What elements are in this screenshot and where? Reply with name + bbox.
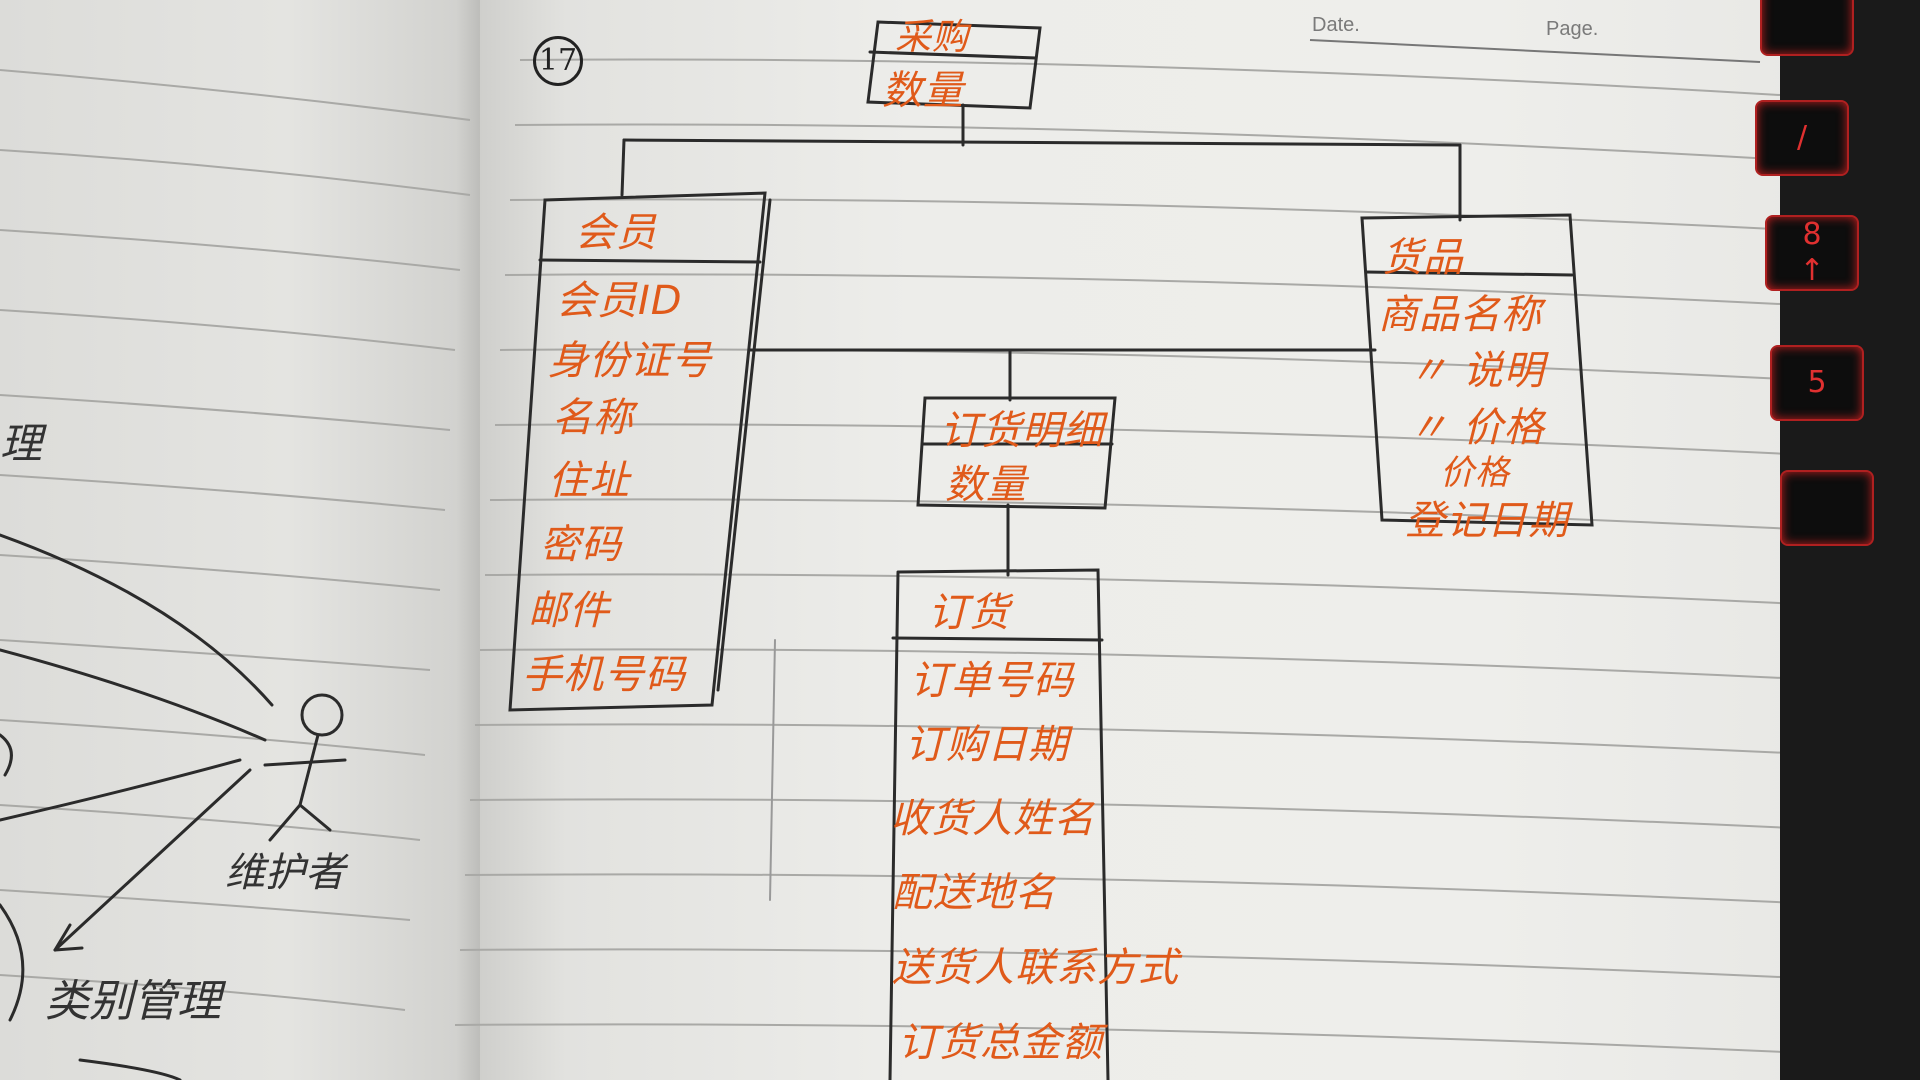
notebook-left-page xyxy=(0,0,480,1080)
bottom-entity-box xyxy=(888,568,1110,1080)
actor-label: 维护者 xyxy=(225,850,345,896)
use-case-label: 类别管理 xyxy=(45,976,221,1027)
left-entity-divider xyxy=(538,258,762,264)
middle-entity-attribute: 数量 xyxy=(945,462,1027,508)
top-entity-attribute: 数量 xyxy=(882,68,964,114)
middle-entity-title: 订货明细 xyxy=(940,408,1104,454)
bottom-entity-attribute: 送货人联系方式 xyxy=(892,945,1179,991)
rule-line xyxy=(509,198,1796,231)
right-entity-title: 货品 xyxy=(1382,235,1464,281)
rule-line xyxy=(504,273,1801,306)
partial-ellipse xyxy=(0,733,13,777)
partial-ellipse xyxy=(0,903,25,1022)
keyboard-key xyxy=(1780,470,1874,546)
bottom-entity-attribute: 收货人姓名 xyxy=(890,796,1095,842)
faint-line xyxy=(769,639,776,901)
actor-body xyxy=(298,733,320,807)
left-entity-attribute: 密码 xyxy=(540,522,622,568)
left-entity-attribute: 住址 xyxy=(548,458,630,504)
rule-line xyxy=(459,948,1846,981)
bottom-entity-attribute: 订单号码 xyxy=(910,658,1074,704)
rule-line xyxy=(0,394,451,431)
rule-line xyxy=(454,1023,1851,1056)
partial-ellipse xyxy=(78,1058,182,1080)
bottom-entity-attribute: 配送地名 xyxy=(892,870,1056,916)
rule-line xyxy=(0,149,471,196)
rule-line xyxy=(0,889,411,921)
rule-line xyxy=(474,723,1831,756)
header-rule xyxy=(1309,39,1761,63)
keyboard-key: 8 ↑ xyxy=(1765,215,1859,291)
bottom-entity-title: 订货 xyxy=(928,590,1010,636)
actor-arms xyxy=(263,758,347,767)
rule-line xyxy=(0,229,461,271)
rule-line xyxy=(479,648,1826,681)
partial-text: 理 xyxy=(0,419,43,468)
keyboard-key: / xyxy=(1755,100,1849,176)
association-line xyxy=(0,648,267,742)
right-entity-attribute: 〃 价格 xyxy=(1408,405,1545,451)
actor-head xyxy=(300,693,344,737)
right-entity-attribute: 〃 说明 xyxy=(1408,348,1545,394)
left-entity-attribute: 会员ID xyxy=(556,278,683,324)
left-entity-attribute: 邮件 xyxy=(528,588,610,634)
right-entity-box xyxy=(1360,213,1594,527)
actor-legs xyxy=(268,803,332,842)
rule-line xyxy=(0,974,406,1011)
keyboard-key: 5 xyxy=(1770,345,1864,421)
connector xyxy=(620,138,626,197)
rule-line xyxy=(469,798,1836,831)
left-entity-attribute: 名称 xyxy=(552,395,634,441)
middle-entity-box xyxy=(916,396,1117,510)
right-entity-attribute: 登记日期 xyxy=(1405,498,1569,544)
left-entity-attribute: 身份证号 xyxy=(548,338,712,384)
top-entity-title: 采购 xyxy=(895,17,970,58)
rule-line xyxy=(514,123,1791,161)
rule-line xyxy=(519,58,1781,96)
keyboard-key xyxy=(1760,0,1854,56)
rule-line xyxy=(0,719,426,756)
rule-line xyxy=(0,309,456,351)
connector xyxy=(622,138,1462,147)
left-entity-title: 会员 xyxy=(575,210,657,256)
left-entity-attribute: 手机号码 xyxy=(522,652,686,698)
right-entity-attribute: 价格 xyxy=(1440,453,1510,493)
bottom-entity-divider xyxy=(891,636,1104,642)
rule-line xyxy=(499,348,1806,381)
rule-line xyxy=(0,554,441,591)
rule-line xyxy=(489,498,1816,531)
left-entity-edge xyxy=(716,198,772,692)
right-entity-attribute: 商品名称 xyxy=(1378,292,1542,338)
association-line xyxy=(0,533,274,707)
keyboard: / 8 ↑ 5 xyxy=(1755,0,1920,1080)
rule-line xyxy=(0,804,421,841)
bottom-entity-attribute: 订货总金额 xyxy=(898,1020,1103,1066)
rule-line xyxy=(0,69,471,121)
bottom-entity-attribute: 订购日期 xyxy=(905,722,1069,768)
arrow-head xyxy=(53,923,84,952)
rule-line xyxy=(0,639,431,671)
notebook-right-page xyxy=(480,0,1920,1080)
page-number-circle: 17 xyxy=(533,36,583,86)
rule-line xyxy=(484,573,1821,606)
right-entity-divider xyxy=(1364,270,1574,277)
date-label: Date. xyxy=(1312,14,1360,36)
page-label: Page. xyxy=(1546,18,1599,40)
rule-line xyxy=(494,423,1811,456)
top-entity-box xyxy=(866,20,1042,110)
association-line xyxy=(53,768,252,952)
left-entity-box xyxy=(508,191,767,712)
rule-line xyxy=(464,873,1841,906)
association-line xyxy=(0,758,242,822)
top-entity-divider xyxy=(868,50,1038,60)
rule-line xyxy=(0,474,446,511)
